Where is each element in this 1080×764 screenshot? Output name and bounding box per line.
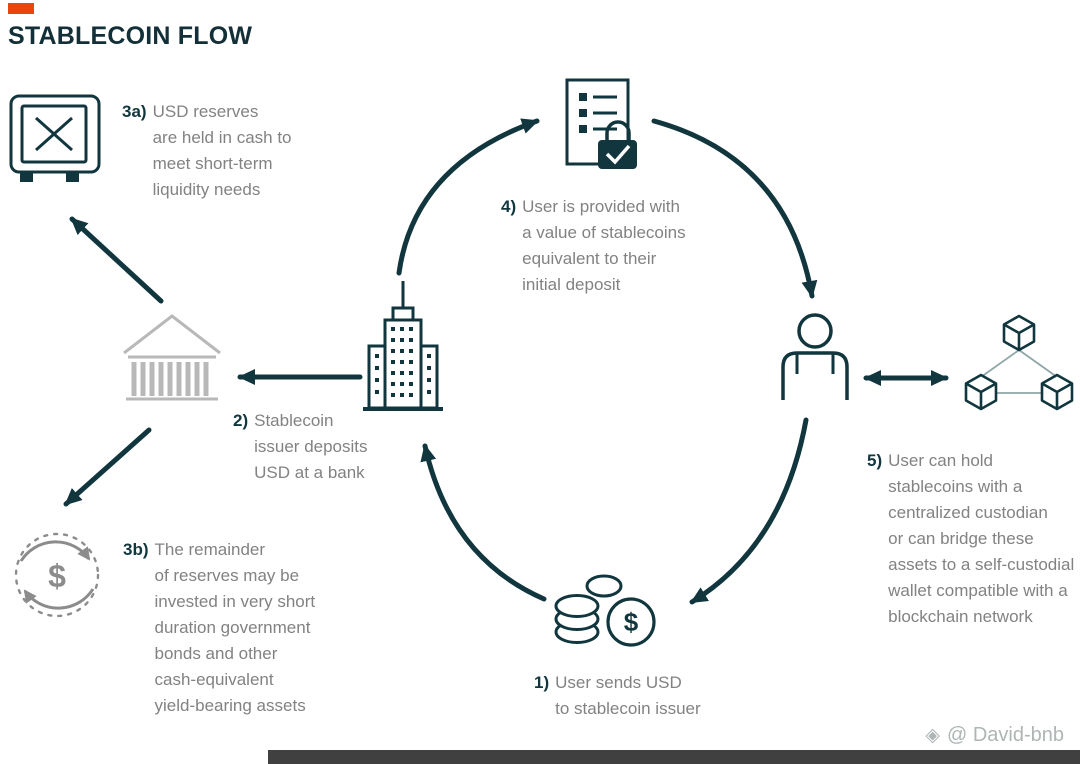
step-number: 5) [867, 451, 883, 470]
blockchain-icon [964, 314, 1074, 411]
step-text: The remainder of reserves may be investe… [154, 540, 316, 715]
arrow-user-to-coins [689, 417, 809, 605]
step-2-label: 2) Stablecoin issuer deposits USD at a b… [233, 408, 368, 486]
gem-icon: ◈ [925, 725, 940, 746]
user-icon [781, 313, 849, 400]
bottom-bar [268, 750, 1080, 764]
step-text: Stablecoin issuer deposits USD at a bank [254, 411, 368, 482]
step-number: 3a) [122, 102, 147, 121]
document-checklist-icon [565, 78, 637, 169]
watermark-text: @ David-bnb [946, 724, 1064, 746]
building-windows [375, 327, 431, 397]
step-text: USD reserves are held in cash to meet sh… [152, 102, 292, 199]
step-text: User sends USD to stablecoin issuer [555, 673, 701, 718]
arrow-issuer-to-document [396, 118, 540, 276]
step-number: 1) [534, 673, 550, 692]
watermark: ◈ @ David-bnb [925, 724, 1064, 747]
step-5-label: 5) User can hold stablecoins with a cent… [867, 448, 1074, 630]
dollar-sign: $ [48, 558, 66, 594]
page-title: STABLECOIN FLOW [8, 22, 253, 50]
issuer-building-icon [363, 281, 443, 411]
step-number: 3b) [123, 540, 149, 559]
reserve-cycle-icon: $ [14, 532, 100, 618]
arrow-bank-to-reserves [63, 427, 152, 507]
step-text: User can hold stablecoins with a central… [888, 451, 1075, 626]
padlock-icon [598, 120, 637, 169]
bank-icon [123, 314, 221, 401]
arrow-bank-to-vault [69, 216, 164, 304]
accent-mark [8, 3, 34, 14]
step-4-label: 4) User is provided with a value of stab… [501, 194, 686, 298]
coins-icon: $ [554, 574, 656, 647]
step-text: User is provided with a value of stablec… [522, 197, 686, 294]
arrow-coins-to-issuer [420, 443, 547, 602]
dollar-sign: $ [624, 607, 639, 637]
step-number: 2) [233, 411, 249, 430]
step-3b-label: 3b) The remainder of reserves may be inv… [123, 537, 315, 719]
step-1-label: 1) User sends USD to stablecoin issuer [534, 670, 701, 722]
step-3a-label: 3a) USD reserves are held in cash to mee… [122, 99, 292, 203]
arrow-document-to-user [651, 118, 818, 299]
step-number: 4) [501, 197, 517, 216]
vault-icon [9, 94, 101, 182]
